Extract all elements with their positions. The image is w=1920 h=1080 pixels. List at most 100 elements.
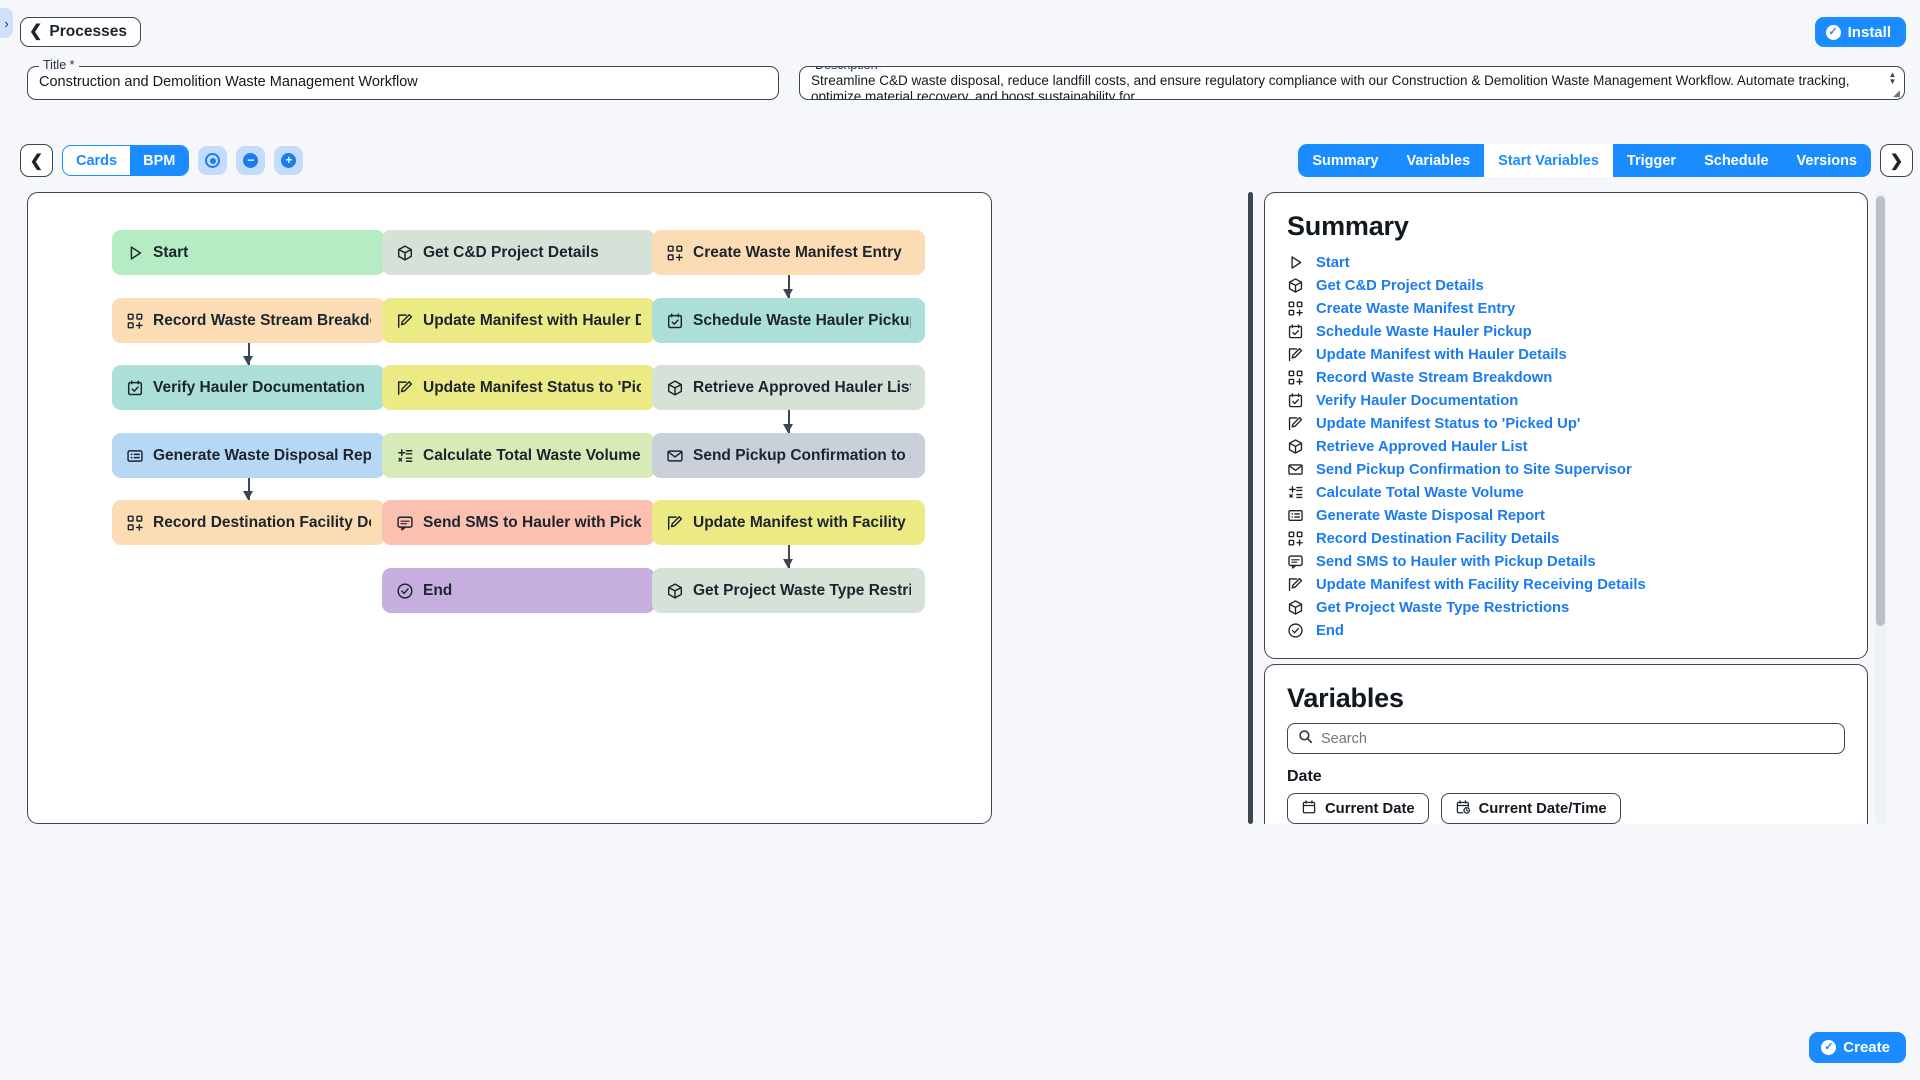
- mail-icon: [1287, 461, 1304, 478]
- create-button-label: Create: [1843, 1039, 1890, 1056]
- summary-list-item-label: Retrieve Approved Hauler List: [1316, 438, 1528, 455]
- pencil-icon: [396, 379, 414, 397]
- zoom-out-button[interactable]: −: [236, 146, 266, 175]
- summary-list-item[interactable]: Schedule Waste Hauler Pickup: [1287, 320, 1867, 343]
- bpm-node-label: Verify Hauler Documentation: [153, 378, 365, 396]
- bpm-node-upd1[interactable]: Update Manifest with Hauler Details: [382, 298, 655, 343]
- cube-icon: [396, 244, 414, 262]
- panel-scrollbar-thumb[interactable]: [1876, 196, 1885, 626]
- summary-heading: Summary: [1287, 211, 1409, 241]
- toolbar-right-group: Summary Variables Start Variables Trigge…: [1298, 144, 1913, 177]
- description-field[interactable]: Description Streamline C&D waste disposa…: [799, 66, 1905, 100]
- zoom-in-button[interactable]: +: [274, 146, 304, 175]
- summary-list-item[interactable]: Get C&D Project Details: [1287, 274, 1867, 297]
- bpm-node-label: Record Waste Stream Breakdown: [153, 311, 371, 329]
- variables-search[interactable]: [1287, 723, 1845, 754]
- tab-summary[interactable]: Summary: [1312, 152, 1379, 169]
- bpm-node-label: Update Manifest with Hauler Details: [423, 311, 641, 329]
- summary-list-item[interactable]: End: [1287, 619, 1867, 642]
- summary-list-item[interactable]: Retrieve Approved Hauler List: [1287, 435, 1867, 458]
- variables-search-input[interactable]: [1321, 730, 1834, 747]
- view-mode-bpm[interactable]: BPM: [130, 146, 189, 175]
- back-to-processes-button[interactable]: ❮ Processes: [20, 17, 141, 47]
- title-field[interactable]: Title * Construction and Demolition Wast…: [27, 58, 779, 100]
- variable-chip[interactable]: Current Date: [1287, 793, 1429, 824]
- summary-list-item[interactable]: Generate Waste Disposal Report: [1287, 504, 1867, 527]
- target-icon: [205, 153, 221, 168]
- bpm-node-record1[interactable]: Record Waste Stream Breakdown: [112, 298, 385, 343]
- tab-schedule[interactable]: Schedule: [1704, 152, 1769, 169]
- chevron-left-icon: ❮: [29, 152, 44, 170]
- cube-icon: [666, 379, 684, 397]
- summary-list-item[interactable]: Send SMS to Hauler with Pickup Details: [1287, 550, 1867, 573]
- tabs-next-button[interactable]: ❯: [1880, 144, 1913, 177]
- bpm-node-verify[interactable]: Verify Hauler Documentation: [112, 365, 385, 410]
- bpm-edge: [787, 545, 790, 568]
- pencil-icon: [666, 514, 684, 532]
- bpm-node-calc[interactable]: Calculate Total Waste Volume: [382, 433, 655, 478]
- bpm-node-label: Get Project Waste Type Restrictions: [693, 581, 911, 599]
- sms-icon: [396, 514, 414, 532]
- install-button-label: Install: [1847, 23, 1891, 41]
- tab-variables[interactable]: Variables: [1406, 152, 1471, 169]
- zoom-reset-button[interactable]: [198, 146, 228, 175]
- bpm-node-gen[interactable]: Generate Waste Disposal Report: [112, 433, 385, 478]
- bpm-node-recdest[interactable]: Record Destination Facility Details: [112, 500, 385, 545]
- sidebar-expand-handle[interactable]: ›: [0, 8, 13, 38]
- summary-list-item[interactable]: Verify Hauler Documentation: [1287, 389, 1867, 412]
- summary-list-item[interactable]: Create Waste Manifest Entry: [1287, 297, 1867, 320]
- summary-list-item-label: Get C&D Project Details: [1316, 277, 1484, 294]
- tab-start-variables[interactable]: Start Variables: [1484, 144, 1613, 177]
- bpm-node-getwtr[interactable]: Get Project Waste Type Restrictions: [652, 568, 925, 613]
- bpm-node-sendpc[interactable]: Send Pickup Confirmation to Site Supervi…: [652, 433, 925, 478]
- cube-icon: [1287, 277, 1304, 294]
- back-button-label: Processes: [49, 23, 127, 40]
- summary-list-item[interactable]: Send Pickup Confirmation to Site Supervi…: [1287, 458, 1867, 481]
- summary-list-item[interactable]: Update Manifest with Hauler Details: [1287, 343, 1867, 366]
- play-icon: [1287, 254, 1304, 271]
- calcheck-icon: [666, 312, 684, 330]
- variable-chip[interactable]: Current Date/Time: [1440, 793, 1621, 824]
- summary-list-item-label: Start: [1316, 254, 1350, 271]
- toolbar-collapse-button[interactable]: ❮: [20, 144, 53, 177]
- summary-list-item-label: Generate Waste Disposal Report: [1316, 507, 1545, 524]
- summary-list-item-label: Verify Hauler Documentation: [1316, 392, 1519, 409]
- bpm-node-retr[interactable]: Retrieve Approved Hauler List: [652, 365, 925, 410]
- install-button[interactable]: ✓ Install: [1814, 17, 1906, 47]
- view-mode-cards[interactable]: Cards: [63, 146, 131, 175]
- grid-plus-icon: [1287, 530, 1304, 547]
- check-circle-icon: [396, 582, 414, 600]
- variables-heading: Variables: [1287, 683, 1404, 713]
- pencil-icon: [1287, 415, 1304, 432]
- search-icon: [1298, 729, 1313, 749]
- bpm-node-end[interactable]: End: [382, 568, 655, 613]
- view-mode-toggle[interactable]: Cards BPM: [62, 145, 190, 176]
- tab-trigger[interactable]: Trigger: [1626, 152, 1677, 169]
- tab-versions[interactable]: Versions: [1796, 152, 1857, 169]
- summary-list-item[interactable]: Update Manifest Status to 'Picked Up': [1287, 412, 1867, 435]
- variable-chip-label: Current Date/Time: [1478, 800, 1607, 817]
- bpm-node-sched[interactable]: Schedule Waste Hauler Pickup: [652, 298, 925, 343]
- sms-icon: [1287, 553, 1304, 570]
- bpm-node-getcd[interactable]: Get C&D Project Details: [382, 230, 655, 275]
- bpm-node-label: Create Waste Manifest Entry: [693, 243, 902, 261]
- summary-list-item[interactable]: Start: [1287, 251, 1867, 274]
- bpm-node-upd2[interactable]: Update Manifest Status to 'Picked Up': [382, 365, 655, 410]
- left-edge-rail: ›: [0, 0, 13, 1080]
- summary-list-item[interactable]: Update Manifest with Facility Receiving …: [1287, 573, 1867, 596]
- bpm-node-upd3[interactable]: Update Manifest with Facility Receiving …: [652, 500, 925, 545]
- pencil-icon: [396, 312, 414, 330]
- summary-list-item[interactable]: Calculate Total Waste Volume: [1287, 481, 1867, 504]
- create-button[interactable]: ✓ Create: [1809, 1032, 1906, 1063]
- bpm-arrowhead: [783, 559, 793, 568]
- summary-list-item[interactable]: Record Waste Stream Breakdown: [1287, 366, 1867, 389]
- bpm-node-create[interactable]: Create Waste Manifest Entry: [652, 230, 925, 275]
- bpm-node-start[interactable]: Start: [112, 230, 385, 275]
- grid-plus-icon: [1287, 369, 1304, 386]
- description-spinner-icon[interactable]: ▲▼: [1888, 70, 1897, 86]
- summary-list-item[interactable]: Record Destination Facility Details: [1287, 527, 1867, 550]
- bpm-node-sms[interactable]: Send SMS to Hauler with Pickup Details: [382, 500, 655, 545]
- resize-grip-icon[interactable]: ◢: [1893, 88, 1900, 98]
- summary-list-item[interactable]: Get Project Waste Type Restrictions: [1287, 596, 1867, 619]
